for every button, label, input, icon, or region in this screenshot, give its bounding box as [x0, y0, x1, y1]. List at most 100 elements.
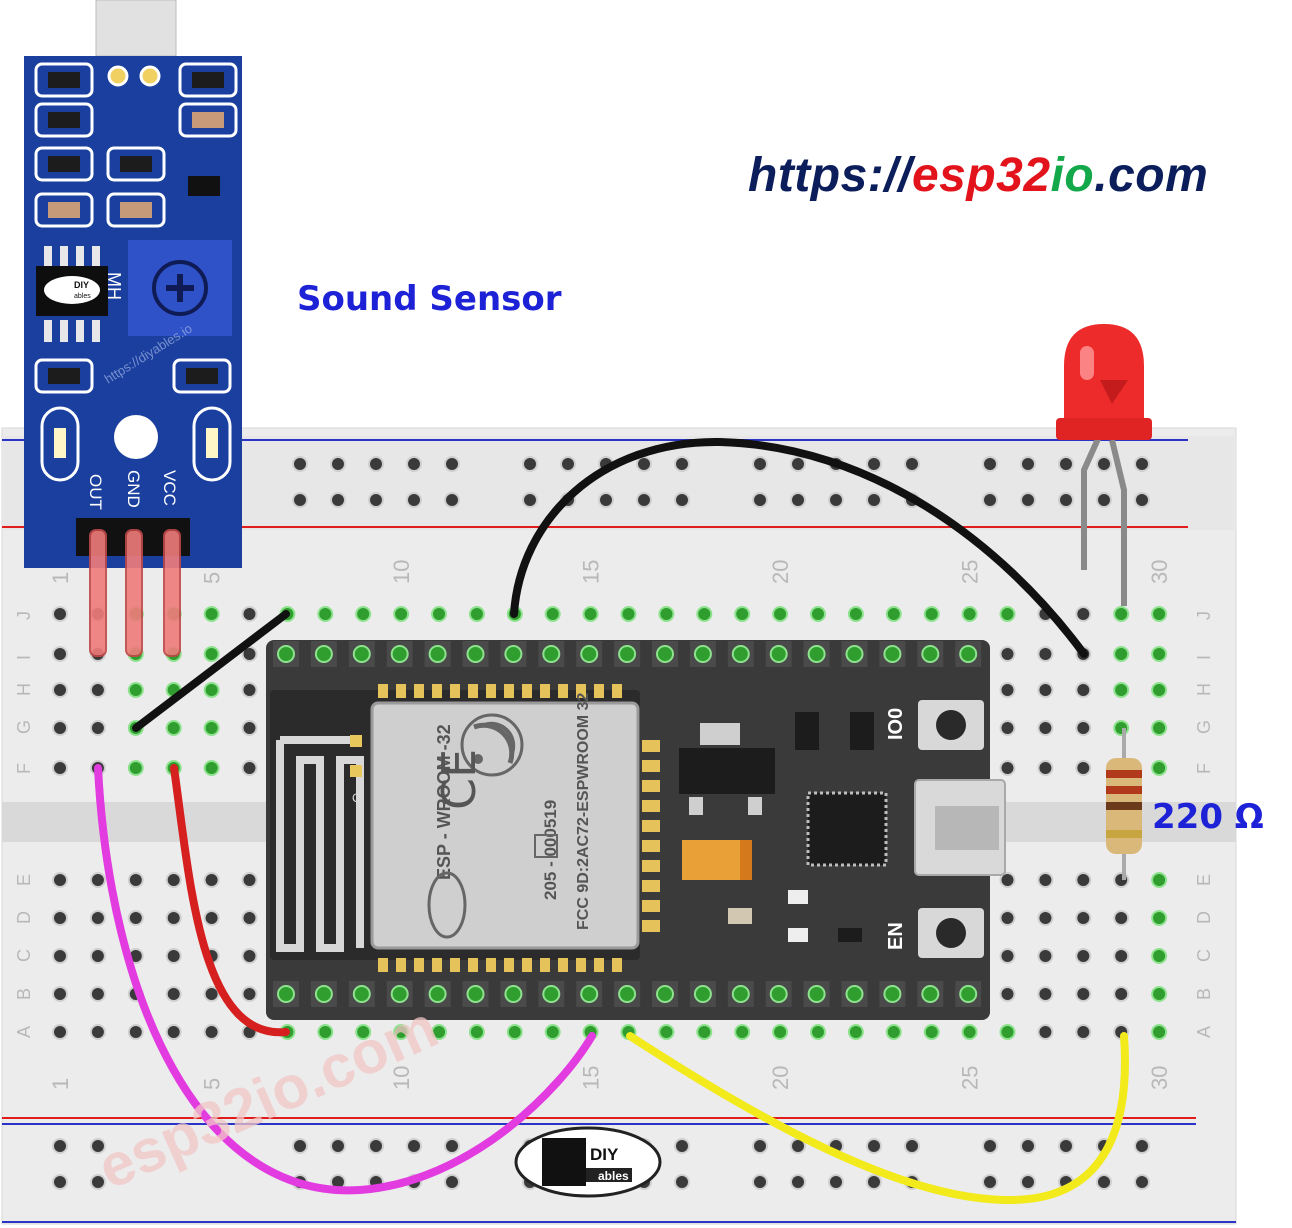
- url-suffix: .com: [1094, 149, 1209, 202]
- logo-diy-text: DIY: [590, 1145, 619, 1164]
- chip-lead: [60, 246, 68, 268]
- breadboard-hole: [810, 1024, 826, 1040]
- breadboard-hole: [999, 986, 1016, 1002]
- breadboard-hole: [203, 606, 220, 622]
- esp32-pin: [693, 985, 712, 1003]
- esp32-pin: [807, 645, 826, 663]
- breadboard-hole: [1037, 910, 1054, 926]
- row-letter: C: [14, 949, 34, 962]
- row-letter: J: [14, 611, 34, 620]
- esp32-pin: [466, 985, 485, 1003]
- breadboard-hole: [658, 606, 675, 622]
- column-number: 5: [200, 1078, 225, 1090]
- breadboard-hole: [1113, 682, 1130, 698]
- esp32-pin: [807, 985, 826, 1003]
- breadboard-hole: [89, 1024, 106, 1040]
- breadboard-hole: [790, 1174, 806, 1190]
- row-letter: F: [1194, 763, 1214, 774]
- breadboard-hole: [636, 456, 652, 472]
- breadboard-hole: [1037, 986, 1054, 1002]
- breadboard-hole: [165, 986, 182, 1002]
- breadboard-hole: [203, 1024, 220, 1040]
- sensor-logo-top: DIY: [74, 280, 89, 290]
- smd-body: [48, 112, 80, 128]
- module-pad: [576, 684, 586, 698]
- breadboard-hole: [847, 606, 864, 622]
- breadboard-hole: [431, 606, 447, 622]
- breadboard-hole: [127, 1024, 144, 1040]
- breadboard-hole: [923, 606, 940, 622]
- breadboard-hole: [828, 1174, 844, 1190]
- breadboard-hole: [923, 1024, 940, 1040]
- breadboard-hole: [1058, 492, 1074, 508]
- wires: [94, 437, 1129, 1205]
- chip-lead: [76, 320, 84, 342]
- usb-uart-chip: [806, 791, 888, 867]
- breadboard-hole: [1151, 1024, 1168, 1040]
- sensor-logo-bottom: ables: [74, 293, 91, 300]
- module-pad: [486, 684, 496, 698]
- breadboard-hole: [506, 1024, 523, 1040]
- smd-body: [120, 156, 152, 172]
- breadboard-hole: [393, 606, 410, 622]
- breadboard-hole: [431, 1024, 447, 1040]
- breadboard-hole: [904, 1138, 920, 1154]
- esp32-pin: [504, 985, 523, 1003]
- breadboard-hole: [982, 1138, 998, 1154]
- breadboard-hole: [468, 606, 485, 622]
- breadboard-hole: [52, 760, 68, 776]
- breadboard-hole: [444, 1174, 460, 1190]
- breadboard-hole: [89, 720, 106, 736]
- esp32-pin: [352, 645, 371, 663]
- breadboard-hole: [982, 492, 998, 508]
- pin-label-vcc: VCC: [160, 470, 179, 506]
- smd-body: [120, 202, 152, 218]
- breadboard-holes: [52, 456, 1168, 1190]
- breadboard-hole: [1020, 1138, 1036, 1154]
- breadboard-hole: [1037, 1024, 1054, 1040]
- module-pad: [522, 958, 532, 972]
- esp32-pin: [580, 985, 599, 1003]
- breadboard-hole: [1020, 456, 1036, 472]
- module-pad: [642, 780, 660, 792]
- smd-body: [192, 112, 224, 128]
- esp32-pin: [959, 645, 978, 663]
- breadboard-hole: [961, 606, 978, 622]
- breadboard-hole: [203, 872, 220, 888]
- smd-body: [192, 72, 224, 88]
- breadboard-hole: [165, 872, 182, 888]
- breadboard-hole: [1058, 456, 1074, 472]
- esp32-pin: [428, 985, 447, 1003]
- microphone-pin: [107, 65, 129, 87]
- module-pad: [612, 958, 622, 972]
- breadboard-hole: [828, 492, 844, 508]
- esp32-pin: [428, 645, 447, 663]
- logo-ables-text: ables: [598, 1169, 629, 1183]
- breadboard-hole: [982, 1174, 998, 1190]
- breadboard-hole: [355, 1024, 372, 1040]
- breadboard-hole: [203, 986, 220, 1002]
- breadboard-hole: [52, 986, 68, 1002]
- breadboard-hole: [885, 606, 902, 622]
- breadboard-hole: [1113, 606, 1130, 622]
- breadboard-hole: [999, 646, 1016, 662]
- breadboard-hole: [52, 948, 68, 964]
- esp32-pin: [693, 645, 712, 663]
- breadboard-hole: [1113, 986, 1130, 1002]
- breadboard-hole: [317, 606, 334, 622]
- breadboard-hole: [847, 1024, 864, 1040]
- wire-red-vcc: [170, 764, 290, 1037]
- antenna-trace: [276, 736, 364, 952]
- esp32-pin: [390, 985, 409, 1003]
- module-pad: [414, 958, 424, 972]
- breadboard-hole: [1037, 760, 1054, 776]
- esp32-pin: [542, 985, 561, 1003]
- breadboard-hole: [368, 1138, 384, 1154]
- breadboard-hole: [636, 492, 652, 508]
- wire-yellow-led: [626, 1032, 1129, 1205]
- module-pad: [522, 684, 532, 698]
- transistor-1: [795, 712, 819, 750]
- breadboard-hole: [1151, 910, 1168, 926]
